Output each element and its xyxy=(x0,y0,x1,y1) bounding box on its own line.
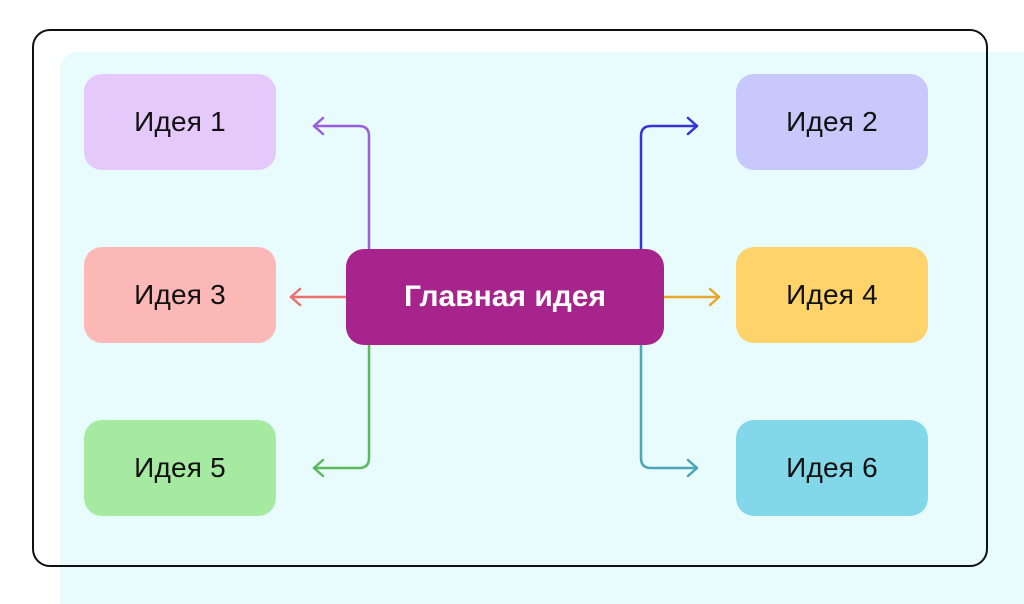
idea-node-1[interactable]: Идея 1 xyxy=(84,74,276,170)
connector-idea-6 xyxy=(639,343,699,470)
central-idea-node[interactable]: Главная идея xyxy=(346,249,664,345)
idea-node-3[interactable]: Идея 3 xyxy=(84,247,276,343)
connector-idea-5 xyxy=(312,343,371,470)
connector-idea-2 xyxy=(639,124,699,251)
arrowhead-idea-2 xyxy=(686,116,699,136)
idea-label-4: Идея 4 xyxy=(786,279,878,310)
arrowhead-idea-1 xyxy=(312,116,325,136)
connector-idea-1 xyxy=(312,124,371,251)
frame-border xyxy=(32,29,988,567)
arrowhead-idea-5 xyxy=(312,458,325,478)
central-idea-label: Главная идея xyxy=(403,280,607,313)
idea-node-6[interactable]: Идея 6 xyxy=(736,420,928,516)
arrowhead-idea-3 xyxy=(289,287,302,307)
idea-label-6: Идея 6 xyxy=(786,452,878,483)
idea-label-1: Идея 1 xyxy=(134,106,226,137)
idea-label-3: Идея 3 xyxy=(134,279,226,310)
idea-node-2[interactable]: Идея 2 xyxy=(736,74,928,170)
idea-node-5[interactable]: Идея 5 xyxy=(84,420,276,516)
idea-node-4[interactable]: Идея 4 xyxy=(736,247,928,343)
idea-label-2: Идея 2 xyxy=(786,106,878,137)
idea-label-5: Идея 5 xyxy=(134,452,226,483)
arrowhead-idea-6 xyxy=(686,458,699,478)
arrowhead-idea-4 xyxy=(708,287,721,307)
